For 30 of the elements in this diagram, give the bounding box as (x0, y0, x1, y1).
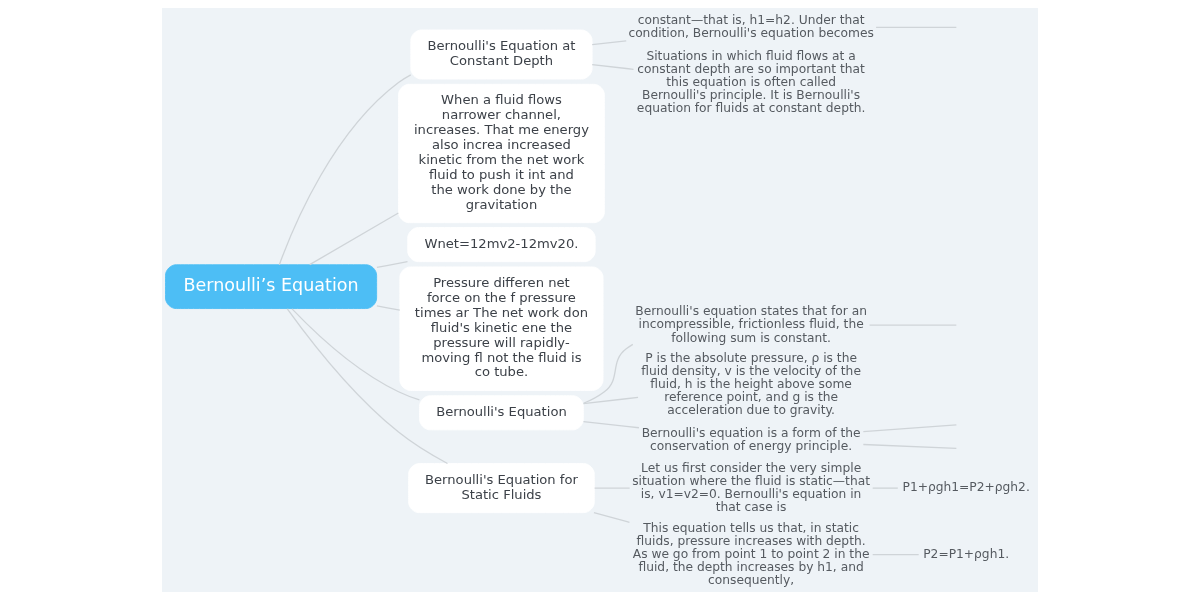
connector (291, 308, 421, 401)
connector (376, 305, 401, 311)
node-box: Bernoulli's Equation for Static Fluids (408, 463, 595, 514)
node-box: Bernoulli’s Equation (165, 264, 378, 309)
node-text: P is the absolute pressure, ρ is the fluid density, v is the velocity of the fluid, h is the height above some reference point, and g is the acceleration due to gravity. (641, 350, 861, 418)
node-text: Let us first consider the very simple situation where the fluid is static—that is, v1=v2=0. Bernoulli's equation in that case is (632, 460, 870, 515)
connector (593, 512, 631, 523)
node-text: This equation tells us that, in static fluids, pressure increases with depth. As we go from point 1 to point 2 in the fluid, the depth increases by h1, and consequently, (632, 520, 870, 588)
node-box: Bernoulli's Equation at Constant Depth (410, 29, 593, 80)
connector (309, 212, 400, 266)
connector (286, 308, 449, 465)
connector (278, 74, 412, 266)
node-text: Bernoulli's equation is a form of the conservation of energy principle. (641, 425, 861, 453)
connector (862, 424, 958, 433)
node-box: Pressure differen net force on the f pressure times ar The net work don fluid's kinetic ene the pressure will rapidly-moving fl not the fluid is co tube. (399, 266, 604, 391)
node-box: Wnet=12mv2-12mv20. (407, 227, 596, 263)
connector (591, 40, 627, 46)
node-box: Bernoulli's Equation (419, 395, 584, 431)
node-text: P1+ρgh1=P2+ρgh2. (902, 480, 1030, 495)
node-text: Situations in which fluid flows at a constant depth are so important that this equation is often called Bernoulli's principle. It is Bernoulli's equation for fluids at constant depth. (636, 48, 866, 116)
node-text: constant—that is, h1=h2. Under that condition, Bernoulli's equation becomes (628, 13, 874, 41)
node-text: Bernoulli's equation states that for an incompressible, frictionless fluid, the following sum is constant. (635, 304, 867, 345)
connector (582, 343, 634, 404)
connector (591, 64, 635, 70)
connector (582, 396, 639, 405)
connector (582, 421, 640, 429)
connector (376, 261, 409, 268)
node-box: When a fluid flows narrower channel, increases. That me energy also increa increased kinetic from the net work fluid to push it int and the work done by the gravitation (398, 83, 605, 224)
node-text: P2=P1+ρgh1. (923, 546, 1010, 561)
connector (862, 443, 958, 449)
